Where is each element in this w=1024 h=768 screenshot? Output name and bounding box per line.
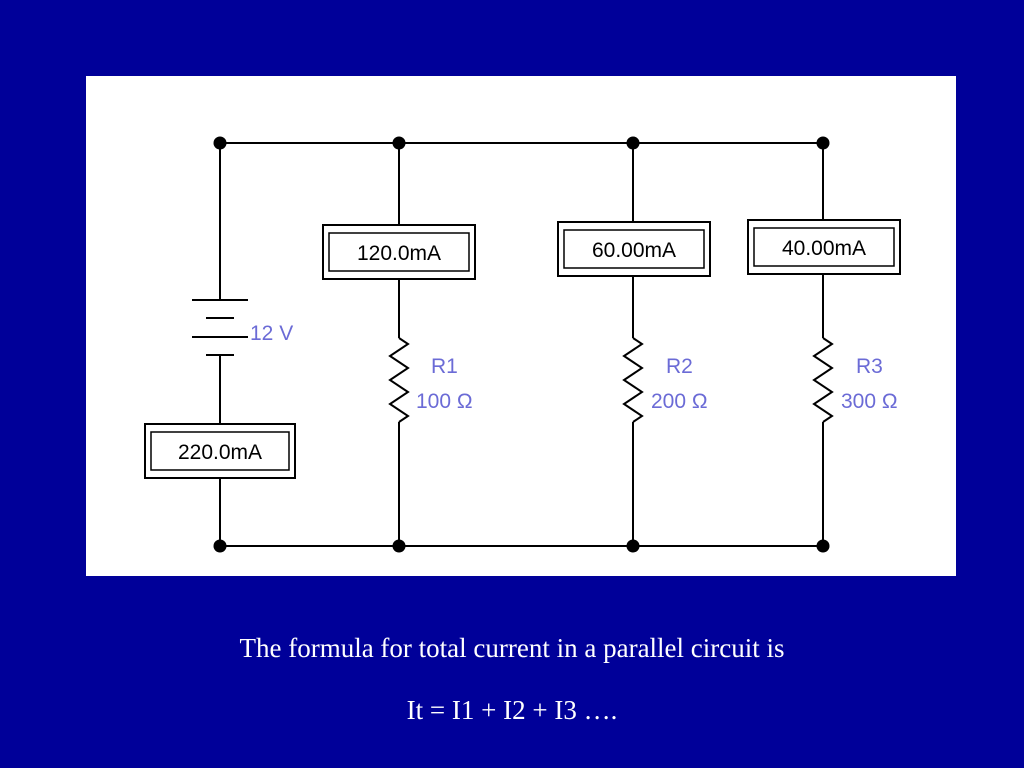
resistor-r2-name: R2 [666, 355, 693, 378]
battery-branch: 12 V [192, 143, 293, 546]
circuit-diagram-panel: 12 V 220.0mA 120.0mA R1 100 Ω [86, 76, 956, 576]
junction-node [626, 539, 640, 553]
junction-node [213, 539, 227, 553]
parallel-circuit-diagram: 12 V 220.0mA 120.0mA R1 100 Ω [144, 136, 901, 553]
ammeter-total-reading: 220.0mA [178, 441, 262, 464]
junction-node [626, 136, 640, 150]
junction-node [392, 539, 406, 553]
resistor-r1 [388, 337, 410, 423]
ammeter-total: 220.0mA [144, 423, 296, 479]
ammeter-r2-reading: 60.00mA [592, 239, 676, 262]
caption-line-1: The formula for total current in a paral… [239, 633, 785, 663]
resistor-r1-name: R1 [431, 355, 458, 378]
junction-node [392, 136, 406, 150]
resistor-r2 [622, 337, 644, 423]
resistor-r2-value: 200 Ω [651, 390, 708, 413]
caption-formula: It = I1 + I2 + I3 …. [406, 695, 618, 725]
junction-node [816, 539, 830, 553]
junction-node [816, 136, 830, 150]
resistor-r3-value: 300 Ω [841, 390, 898, 413]
junction-node [213, 136, 227, 150]
r2-branch: 60.00mA R2 200 Ω [557, 143, 711, 546]
resistor-r3 [812, 337, 834, 423]
r1-branch: 120.0mA R1 100 Ω [322, 143, 476, 546]
resistor-r3-name: R3 [856, 355, 883, 378]
ammeter-r3-reading: 40.00mA [782, 237, 866, 260]
battery-voltage-label: 12 V [250, 322, 293, 345]
resistor-r1-value: 100 Ω [416, 390, 473, 413]
r3-branch: 40.00mA R3 300 Ω [747, 143, 901, 546]
ammeter-r1-reading: 120.0mA [357, 242, 441, 265]
